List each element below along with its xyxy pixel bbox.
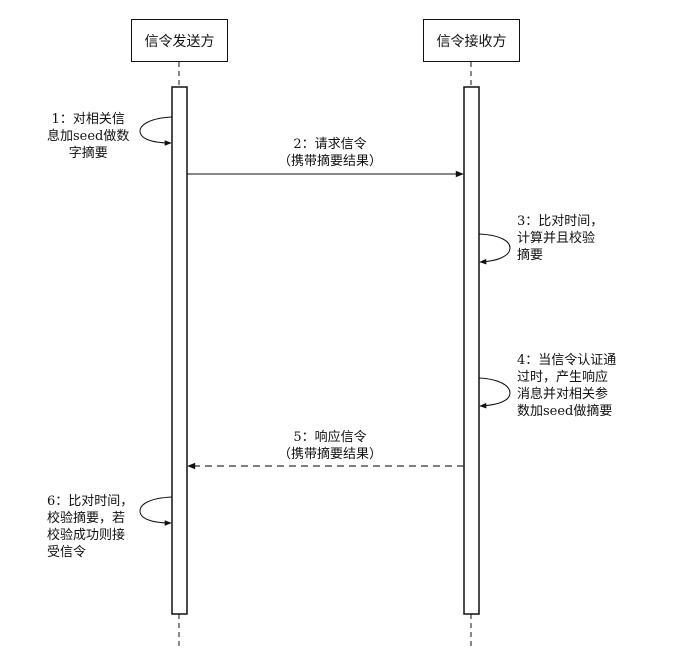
sender-activation-bar [171, 86, 188, 615]
request-message-line1: 2：请求信令 [293, 137, 367, 152]
receiver-activation-bar [463, 86, 480, 615]
note-step4-line: 4：当信令认证通 [517, 353, 617, 368]
note-step3-line: 3：比对时间， [517, 214, 604, 229]
note-step4-line: 消息并对相关参 [517, 387, 609, 402]
response-message-line1: 5：响应信令 [293, 430, 367, 445]
self-loop-step3 [478, 233, 511, 265]
response-message-line2: （携带摘要结果） [277, 447, 382, 462]
note-step6: 6：比对时间， 校验摘要，若 校验成功则接 受信令 [47, 493, 133, 561]
note-step6-line: 6：比对时间， [47, 494, 134, 509]
self-loop-step6 [139, 496, 173, 526]
note-step1-line: 字摘要 [68, 146, 108, 161]
receiver-participant-box: 信令接收方 [423, 19, 520, 62]
receiver-participant-label: 信令接收方 [436, 33, 507, 50]
note-step4-line: 过时，产生响应 [517, 370, 609, 385]
note-step1-line: 1：对相关信 [51, 112, 125, 127]
note-step6-line: 校验摘要，若 [47, 511, 126, 526]
note-step4: 4：当信令认证通 过时，产生响应 消息并对相关参 数加seed做摘要 [517, 352, 616, 420]
note-step3: 3：比对时间， 计算并且校验 摘要 [517, 213, 603, 264]
note-step4-line: 数加seed做摘要 [517, 404, 613, 419]
self-loop-step1 [139, 116, 173, 146]
self-loop-step4 [478, 377, 511, 409]
sender-participant-label: 信令发送方 [144, 33, 215, 50]
note-step1: 1：对相关信 息加seed做数 字摘要 [47, 111, 129, 162]
response-message-label: 5：响应信令 （携带摘要结果） [240, 429, 420, 463]
note-step6-line: 校验成功则接 [47, 528, 126, 543]
note-step3-line: 摘要 [517, 248, 544, 263]
note-step3-line: 计算并且校验 [517, 231, 596, 246]
sender-participant-box: 信令发送方 [131, 19, 228, 62]
note-step1-line: 息加seed做数 [47, 129, 130, 144]
note-step6-line: 受信令 [47, 545, 87, 560]
request-message-label: 2：请求信令 （携带摘要结果） [240, 136, 420, 170]
request-message-line2: （携带摘要结果） [277, 154, 382, 169]
